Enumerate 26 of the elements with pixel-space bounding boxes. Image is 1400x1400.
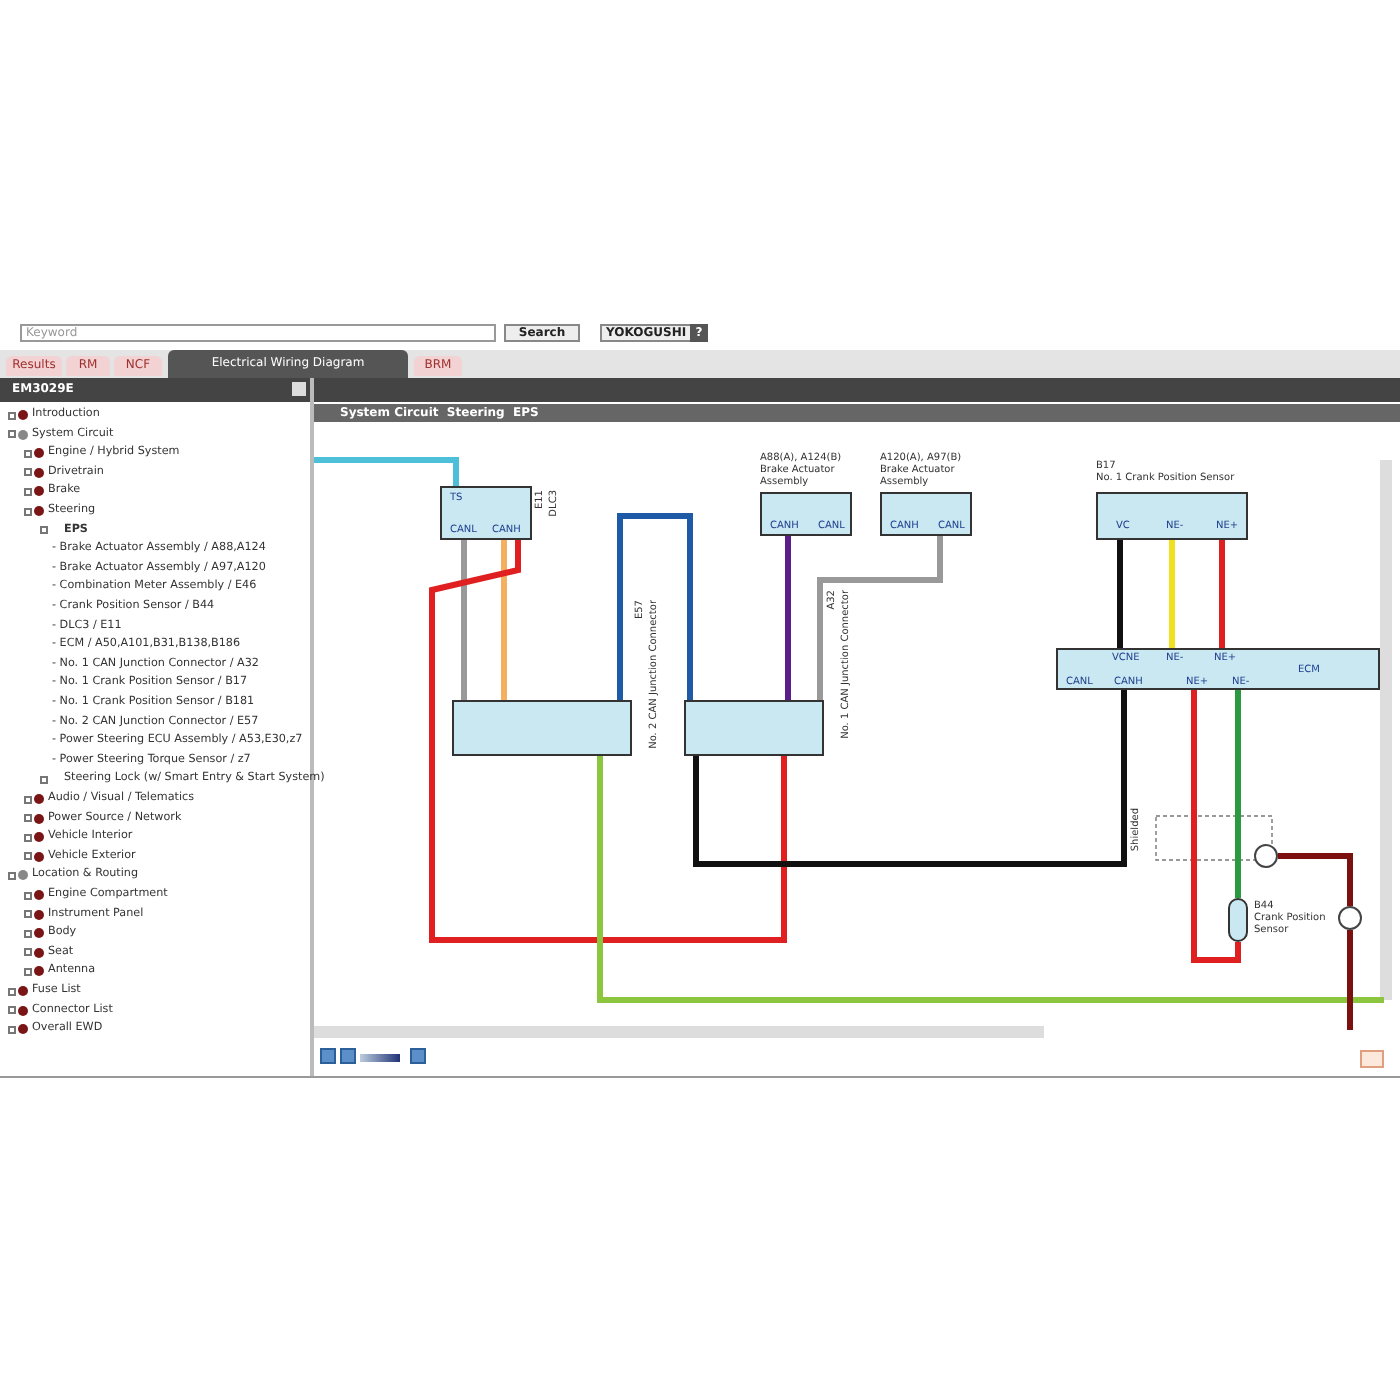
component-box [440, 486, 532, 540]
wire [429, 540, 787, 943]
component-box [880, 492, 972, 536]
component-box [1056, 648, 1380, 690]
wire [501, 540, 507, 700]
splice-point [1254, 844, 1278, 868]
splice-point [1338, 906, 1362, 930]
wire [1219, 540, 1225, 648]
junction-connector [684, 700, 824, 756]
wire [617, 513, 693, 700]
junction-connector [452, 700, 632, 756]
wire [785, 536, 791, 700]
sensor-symbol [1228, 898, 1248, 942]
wire [1235, 690, 1241, 898]
wire [1117, 540, 1123, 648]
wire [693, 690, 1127, 867]
wire [597, 756, 1384, 1003]
wire [314, 457, 459, 486]
wire [1191, 690, 1241, 963]
component-box [760, 492, 852, 536]
wire [1169, 540, 1175, 648]
wire [817, 536, 943, 700]
wire [1278, 853, 1353, 906]
wire [1347, 930, 1353, 1030]
wire [461, 540, 467, 700]
component-box [1096, 492, 1248, 540]
